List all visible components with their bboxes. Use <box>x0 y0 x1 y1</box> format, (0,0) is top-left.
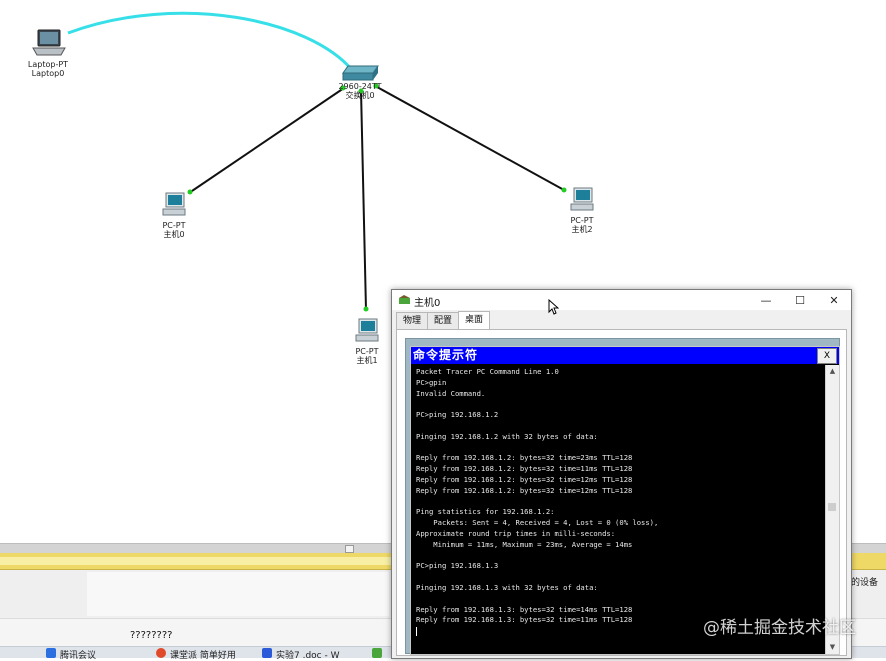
device-type-label: PC-PT <box>570 216 594 225</box>
console-line: Packets: Sent = 4, Received = 4, Lost = … <box>416 518 659 528</box>
device-type-label: 2960-24TT <box>338 82 382 91</box>
device-name-label: 主机2 <box>571 225 593 234</box>
console-line: PC>gpin <box>416 377 447 387</box>
cmd-title: 命令提示符 <box>413 348 479 362</box>
cmd-titlebar: 命令提示符 X <box>411 347 839 364</box>
port-indicator <box>561 187 567 193</box>
status-text: ???????? <box>130 630 173 641</box>
console-line: Invalid Command. <box>416 388 486 398</box>
laptop-icon <box>32 29 66 56</box>
console-line: Reply from 192.168.1.3: bytes=32 time=14… <box>416 604 633 614</box>
cmd-close-button[interactable]: X <box>817 348 837 364</box>
mouse-cursor-icon <box>548 299 559 315</box>
window-title: 主机0 <box>414 298 441 309</box>
device-name-label: 交换机0 <box>345 91 375 100</box>
console-line: PC>ping 192.168.1.2 <box>416 410 499 420</box>
window-tabs: 物理 配置 桌面 <box>396 311 491 329</box>
scroll-up-icon[interactable]: ▲ <box>829 367 836 375</box>
taskbar-item-label: 实验7 .doc - W <box>276 651 340 661</box>
ethernet-link-switch-pc0[interactable] <box>188 87 345 194</box>
device-switch0[interactable]: 2960-24TT 交换机0 <box>334 63 386 100</box>
taskbar-item-meeting[interactable]: 腾讯会议 <box>46 648 97 661</box>
device-pc1[interactable]: PC-PT 主机1 <box>344 317 390 365</box>
pc-icon <box>162 192 186 216</box>
tab-config[interactable]: 配置 <box>427 312 460 329</box>
scroll-thumb[interactable] <box>828 503 836 511</box>
close-icon: ✕ <box>829 293 839 307</box>
packet-tracer-icon <box>399 295 410 304</box>
device-type-label: Laptop-PT <box>27 60 69 69</box>
console-output: Packet Tracer PC Command Line 1.0 PC>gpi… <box>411 365 824 637</box>
scroll-down-icon[interactable]: ▼ <box>829 643 836 651</box>
port-indicator <box>358 88 364 94</box>
window-titlebar[interactable]: 主机0 — ☐ ✕ <box>392 290 851 310</box>
console-line: Approximate round trip times in milli-se… <box>416 528 616 538</box>
port-indicator <box>373 83 379 89</box>
taskbar-item-label: 课堂派 简单好用 <box>170 651 236 661</box>
device-list-box[interactable] <box>87 572 389 616</box>
word-icon <box>262 648 272 658</box>
command-prompt-app[interactable]: 命令提示符 X Packet Tracer PC Command Line 1.… <box>410 346 840 655</box>
pane-right-text: 的设备 <box>850 578 878 588</box>
console-line: Reply from 192.168.1.2: bytes=32 time=12… <box>416 485 633 495</box>
device-type-label: PC-PT <box>355 347 379 356</box>
cmd-scrollbar[interactable]: ▲ ▼ <box>825 365 839 654</box>
port-indicator <box>340 85 346 91</box>
ethernet-link-switch-pc1[interactable] <box>360 89 367 311</box>
maximize-button[interactable]: ☐ <box>783 290 817 310</box>
device-name-label: 主机0 <box>163 230 185 239</box>
console-line: Ping statistics for 192.168.1.2: <box>416 507 555 517</box>
port-indicator <box>187 189 193 195</box>
packet-tracer-icon <box>372 648 382 658</box>
switch-icon <box>342 65 379 81</box>
console-line: Reply from 192.168.1.2: bytes=32 time=11… <box>416 464 633 474</box>
console-line: PC>ping 192.168.1.3 <box>416 561 499 571</box>
pc-icon <box>355 318 379 342</box>
console-line: Pinging 192.168.1.2 with 32 bytes of dat… <box>416 431 598 441</box>
device-name-label: Laptop0 <box>31 69 65 78</box>
console-line: Pinging 192.168.1.3 with 32 bytes of dat… <box>416 582 598 592</box>
tencent-meeting-icon <box>46 648 56 658</box>
chrome-icon <box>156 648 166 658</box>
desktop-background: 命令提示符 X Packet Tracer PC Command Line 1.… <box>405 338 840 655</box>
minimize-icon: — <box>760 293 772 307</box>
topology-links <box>67 11 567 312</box>
maximize-icon: ☐ <box>795 293 805 307</box>
pc-icon <box>570 187 594 211</box>
minimize-button[interactable]: — <box>749 290 783 310</box>
console-line: Reply from 192.168.1.2: bytes=32 time=23… <box>416 453 633 463</box>
pc0-window[interactable]: 主机0 — ☐ ✕ 物理 配置 桌面 命令提示符 X Packet Tracer… <box>391 289 852 659</box>
taskbar-item-browser[interactable]: 课堂派 简单好用 <box>156 648 236 661</box>
splitter-handle[interactable] <box>345 545 354 553</box>
device-name-label: 主机1 <box>356 356 378 365</box>
desktop-tab-panel: 命令提示符 X Packet Tracer PC Command Line 1.… <box>396 329 847 656</box>
device-laptop0[interactable]: Laptop-PT Laptop0 <box>24 28 72 78</box>
taskbar-item-word[interactable]: 实验7 .doc - W <box>262 648 340 661</box>
console-line: Packet Tracer PC Command Line 1.0 <box>416 367 559 376</box>
ethernet-link-switch-pc2[interactable] <box>376 86 565 191</box>
watermark-text: @稀土掘金技术社区 <box>703 618 856 638</box>
console-line: Reply from 192.168.1.3: bytes=32 time=11… <box>416 615 633 625</box>
device-pc0[interactable]: PC-PT 主机0 <box>151 191 197 239</box>
device-type-label: PC-PT <box>162 221 186 230</box>
tab-desktop[interactable]: 桌面 <box>458 311 491 329</box>
console-line: Reply from 192.168.1.2: bytes=32 time=12… <box>416 474 633 484</box>
tab-physical[interactable]: 物理 <box>396 312 429 329</box>
taskbar-item-packet-tracer[interactable] <box>372 648 382 658</box>
text-cursor <box>416 626 417 636</box>
console-line: Minimum = 11ms, Maximum = 23ms, Average … <box>416 539 633 549</box>
taskbar-item-label: 腾讯会议 <box>60 651 97 661</box>
strip-inner <box>0 557 392 565</box>
close-button[interactable]: ✕ <box>817 290 851 310</box>
port-indicator <box>363 306 369 312</box>
device-pc2[interactable]: PC-PT 主机2 <box>559 186 605 234</box>
cmd-console[interactable]: Packet Tracer PC Command Line 1.0 PC>gpi… <box>411 365 824 654</box>
console-link-laptop-switch[interactable] <box>67 11 354 71</box>
